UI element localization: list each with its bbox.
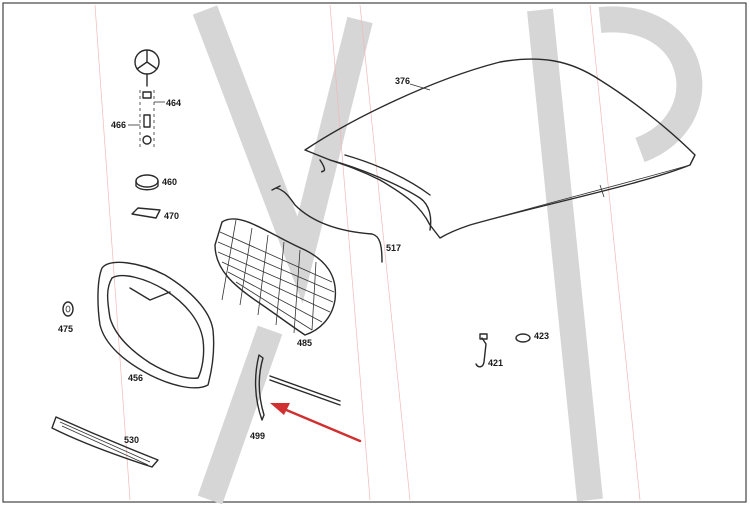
cap-part[interactable] (135, 174, 159, 191)
hood-hook-part[interactable] (475, 333, 488, 368)
callout-475: 475 (58, 324, 73, 334)
callout-466: 466 (111, 120, 126, 130)
hood-part[interactable] (304, 58, 696, 239)
callout-470: 470 (164, 211, 179, 221)
callout-421: 421 (488, 358, 503, 368)
callout-530: 530 (124, 435, 139, 445)
callout-517: 517 (386, 243, 401, 253)
seal-strip-part[interactable] (254, 354, 341, 421)
callout-499: 499 (250, 431, 265, 441)
grille-frame-part[interactable] (97, 261, 215, 389)
callout-464: 464 (166, 98, 181, 108)
callout-456: 456 (128, 373, 143, 383)
callout-376: 376 (395, 76, 410, 86)
bumper-part[interactable] (515, 333, 531, 343)
highlight-arrow (270, 403, 362, 443)
callout-485: 485 (297, 338, 312, 348)
callout-460: 460 (162, 177, 177, 187)
lower-trim-part[interactable] (51, 416, 159, 468)
callout-423: 423 (534, 331, 549, 341)
hood-rod-part[interactable] (271, 185, 383, 263)
star-emblem-part[interactable] (134, 49, 160, 150)
watermark (94, 4, 703, 505)
grille-insert-part[interactable] (214, 218, 337, 336)
clip-part[interactable] (62, 301, 74, 317)
base-plate-part[interactable] (131, 207, 161, 219)
